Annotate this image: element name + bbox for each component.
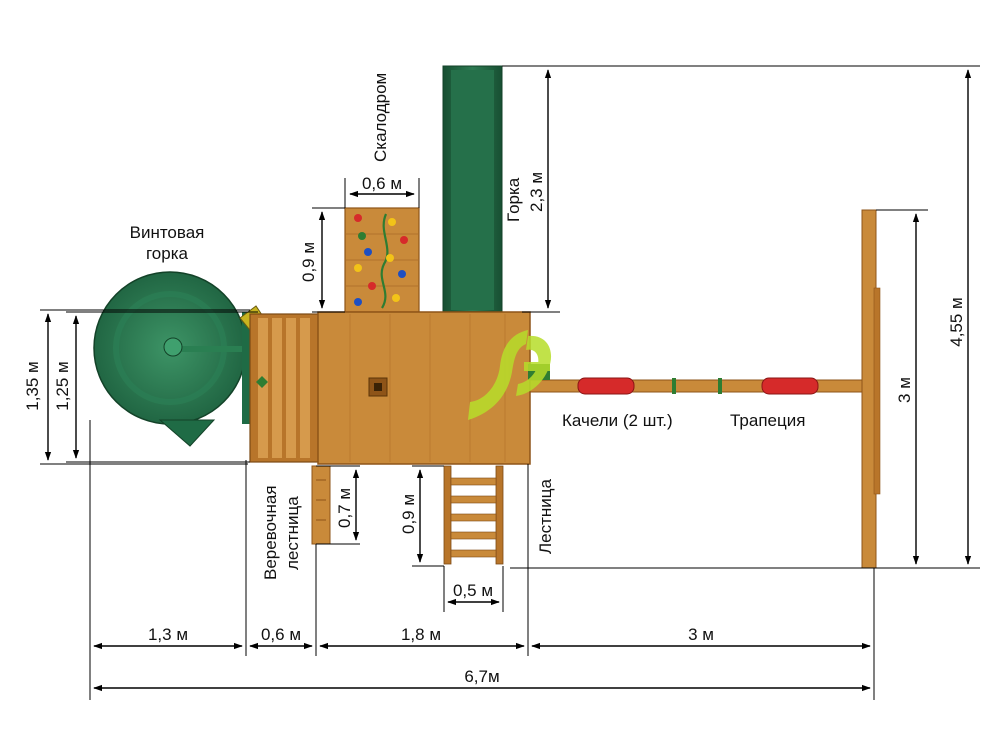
label-trapeze: Трапеция <box>730 411 805 430</box>
dimension-lines <box>44 69 972 692</box>
swing-seat <box>577 377 635 395</box>
climbing-hold-icon <box>368 282 376 290</box>
climbing-hold-icon <box>392 294 400 302</box>
dim-slide-length: 2,3 м <box>527 172 546 212</box>
dim-wall-width: 0,6 м <box>362 174 402 193</box>
brand-logo <box>468 330 552 420</box>
dim-ladder-width: 0,5 м <box>453 581 493 600</box>
dim-rope-ladder-len: 0,7 м <box>335 488 354 528</box>
climbing-hold-icon <box>400 236 408 244</box>
climbing-hold-icon <box>364 248 372 256</box>
dim-seg-rope: 0,6 м <box>261 625 301 644</box>
dim-wall-height: 0,9 м <box>299 242 318 282</box>
climbing-hold-icon <box>354 298 362 306</box>
dim-seg-spiral: 1,3 м <box>148 625 188 644</box>
dimension-text: 0,6 м 0,9 м 2,3 м 1,35 м 1,25 м 0,7 м 0,… <box>23 172 966 686</box>
dim-swing-height: 3 м <box>895 377 914 403</box>
trapeze-bar <box>672 378 676 394</box>
dim-spiral-outer: 1,35 м <box>23 361 42 411</box>
spiral-slide <box>93 271 273 447</box>
label-rope-ladder-2: лестница <box>283 496 302 570</box>
swing-frame <box>528 209 881 569</box>
climbing-hold-icon <box>388 218 396 226</box>
dim-spiral-inner: 1,25 м <box>53 361 72 411</box>
dim-total-width: 6,7м <box>464 667 499 686</box>
rope-ladder-section <box>249 313 331 545</box>
label-rope-ladder-1: Веревочная <box>261 485 280 580</box>
dim-seg-platform: 1,8 м <box>401 625 441 644</box>
structure-drawing <box>93 65 881 569</box>
dim-seg-swing: 3 м <box>688 625 714 644</box>
label-spiral-slide-2: горка <box>146 244 189 263</box>
label-climbing-wall: Скалодром <box>371 73 390 162</box>
label-slide: Горка <box>504 177 523 222</box>
text-labels: Винтовая горка Скалодром Горка Качели (2… <box>130 73 806 580</box>
label-ladder: Лестница <box>536 478 555 554</box>
ladder <box>443 465 504 565</box>
climbing-hold-icon <box>354 214 362 222</box>
dim-total-height: 4,55 м <box>947 297 966 347</box>
extension-lines <box>40 65 980 700</box>
climbing-hold-icon <box>386 254 394 262</box>
climbing-hold-icon <box>354 264 362 272</box>
straight-slide <box>442 65 503 313</box>
dim-ladder-len: 0,9 м <box>399 494 418 534</box>
swing-seat <box>761 377 819 395</box>
trapeze-bar <box>718 378 722 394</box>
climbing-wall <box>344 207 420 313</box>
climbing-hold-icon <box>398 270 406 278</box>
climbing-hold-icon <box>358 232 366 240</box>
label-swings: Качели (2 шт.) <box>562 411 673 430</box>
label-spiral-slide-1: Винтовая <box>130 223 205 242</box>
